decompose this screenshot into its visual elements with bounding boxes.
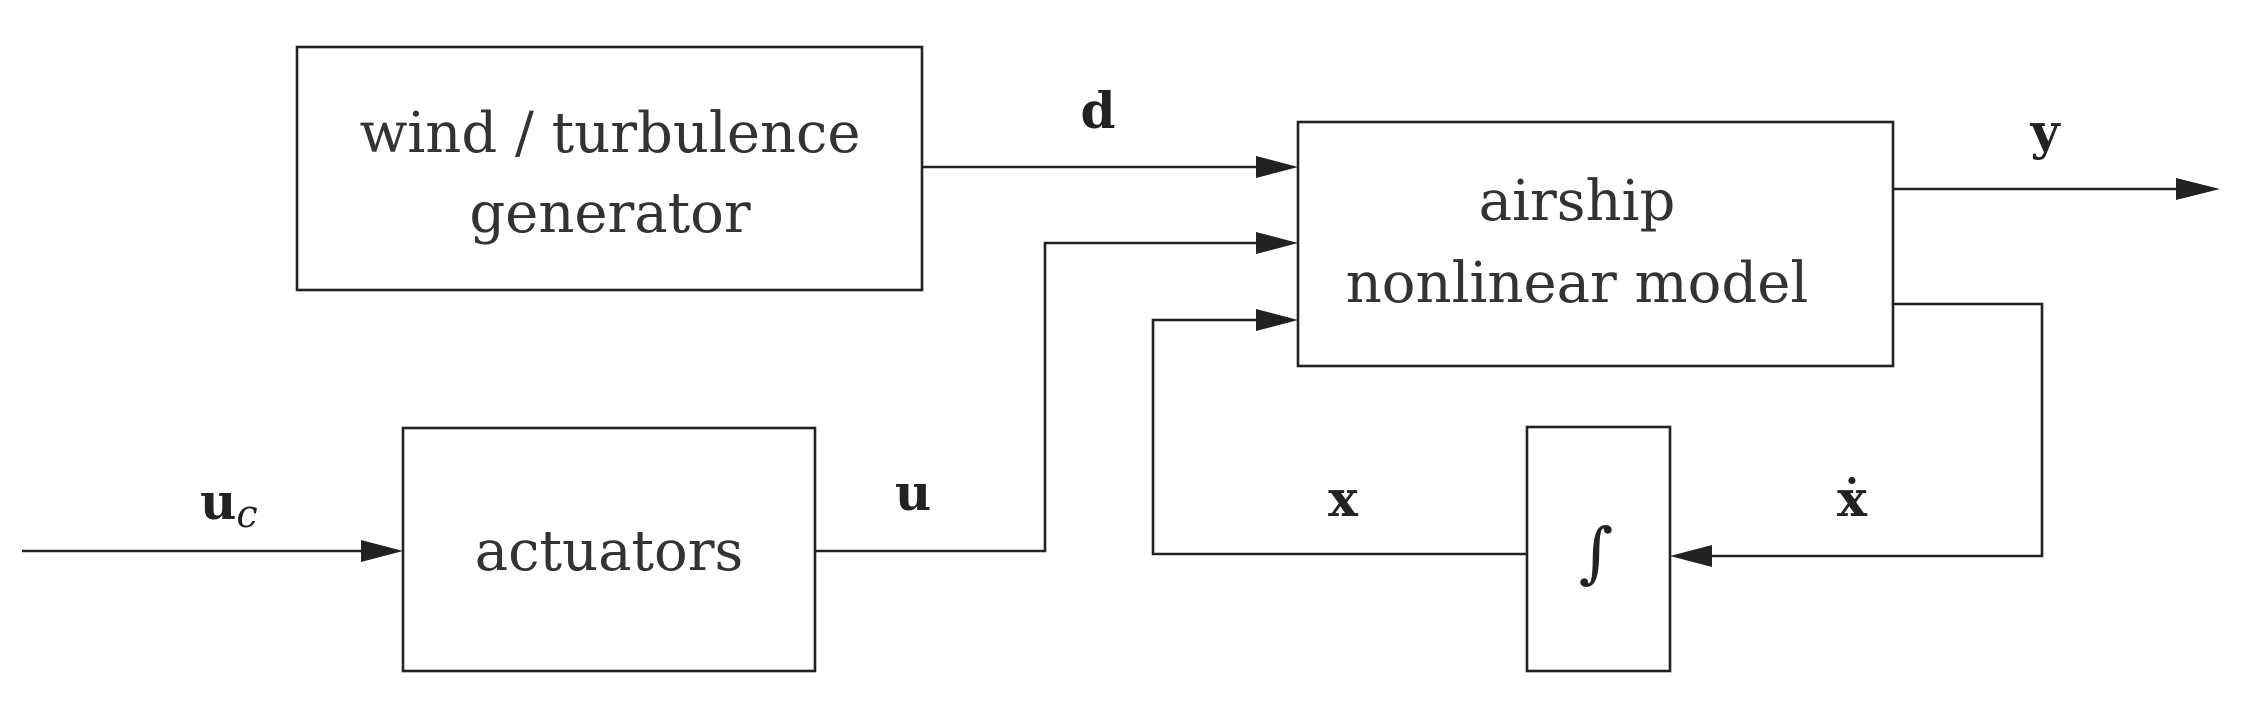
integral-symbol: ∫ (1579, 514, 1613, 591)
uc-subscript: c (236, 492, 257, 536)
d-signal-label: d (1081, 81, 1116, 140)
wind-turbulence-generator-block: wind / turbulence generator (295, 45, 924, 292)
u-signal-label: u (895, 463, 931, 522)
integrator-block: ∫ (1525, 425, 1672, 673)
d-signal-arrowhead (1256, 156, 1298, 178)
wind-block-label-line2: generator (469, 181, 751, 246)
actuators-block-label: actuators (475, 519, 743, 584)
y-signal-label: y (2029, 102, 2061, 161)
airship-block-label-line1: airship (1479, 169, 1676, 234)
uc-signal-label: uc (200, 472, 258, 536)
x-signal-label: x (1328, 469, 1359, 528)
xdot-derivative-arrowhead (1670, 545, 1712, 567)
u-signal-wire (815, 241, 1258, 553)
uc-base-symbol: u (200, 472, 236, 531)
uc-input-arrowhead (361, 540, 403, 562)
wind-block-label-line1: wind / turbulence (359, 101, 860, 166)
actuators-block: actuators (401, 426, 817, 673)
u-signal-arrowhead (1256, 232, 1298, 254)
x-feedback-wire (1151, 318, 1527, 556)
airship-nonlinear-model-block: airship nonlinear model (1296, 120, 1895, 368)
airship-block-label-line2: nonlinear model (1346, 251, 1809, 316)
xdot-derivative-wire (1710, 302, 2044, 558)
x-feedback-arrowhead (1256, 309, 1298, 331)
y-output-arrowhead (2176, 178, 2220, 200)
xdot-signal-label: ẋ (1837, 469, 1868, 528)
